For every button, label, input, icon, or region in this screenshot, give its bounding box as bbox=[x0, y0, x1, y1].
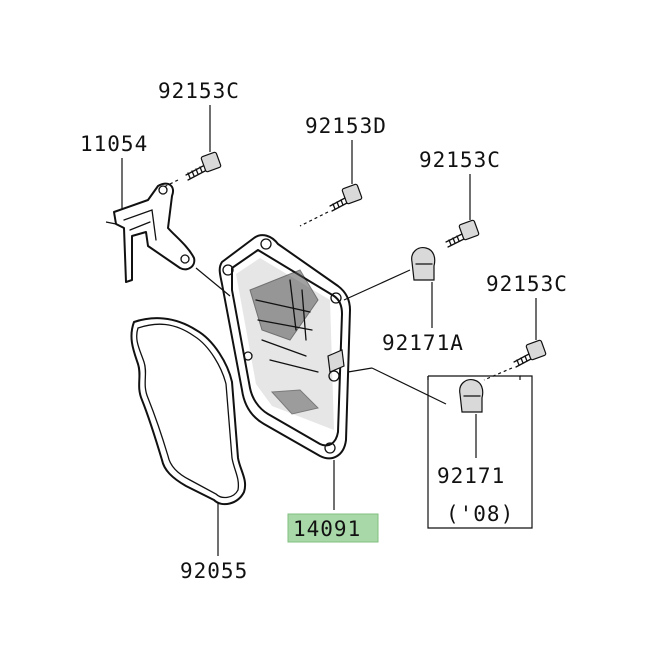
label-year-note: ('08) bbox=[446, 502, 514, 526]
label-92153d: 92153D bbox=[305, 114, 387, 138]
label-92153c-right-upper: 92153C bbox=[419, 148, 501, 172]
bolt-92153c-top-left[interactable] bbox=[185, 151, 222, 181]
bolt-92153d-center[interactable] bbox=[329, 183, 363, 212]
label-92153c-top-left: 92153C bbox=[158, 79, 240, 103]
gasket-92055[interactable] bbox=[130, 317, 247, 506]
clamp-92171a[interactable] bbox=[411, 247, 436, 281]
bracket-11054[interactable] bbox=[113, 182, 196, 283]
highlight-14091 bbox=[287, 513, 379, 543]
cover-14091[interactable] bbox=[218, 234, 351, 460]
label-14091[interactable]: 14091 bbox=[293, 517, 361, 541]
bolt-92153c-right-upper[interactable] bbox=[445, 219, 480, 248]
label-92153c-right-lower: 92153C bbox=[486, 272, 568, 296]
label-92055: 92055 bbox=[180, 559, 248, 583]
label-92171a: 92171A bbox=[382, 331, 464, 355]
label-92171: 92171 bbox=[437, 464, 505, 488]
label-11054: 11054 bbox=[80, 132, 148, 156]
clamp-92171[interactable] bbox=[459, 379, 484, 413]
bolt-92153c-right-lower[interactable] bbox=[513, 339, 547, 368]
